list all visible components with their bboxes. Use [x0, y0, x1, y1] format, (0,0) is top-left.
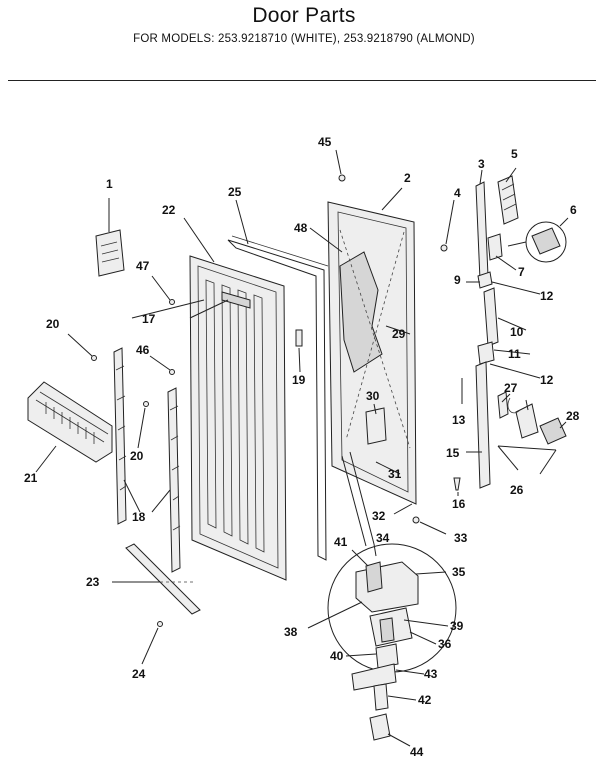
callout-1: 1 [106, 177, 113, 191]
callout-9: 9 [454, 273, 461, 287]
callout-13: 13 [452, 413, 466, 427]
callout-16: 16 [452, 497, 466, 511]
callout-44: 44 [410, 745, 424, 759]
callout-30: 30 [366, 389, 380, 403]
callout-42: 42 [418, 693, 432, 707]
callout-32: 32 [372, 509, 386, 523]
callout-22: 22 [162, 203, 176, 217]
header-rule [8, 80, 596, 81]
callout-5: 5 [511, 147, 518, 161]
callout-12-lower: 12 [540, 373, 554, 387]
callout-41: 41 [334, 535, 348, 549]
callout-35: 35 [452, 565, 466, 579]
page-title: Door Parts [252, 4, 356, 27]
callout-19: 19 [292, 373, 306, 387]
callout-17: 17 [142, 312, 156, 326]
callout-15: 15 [446, 446, 460, 460]
models-subtitle: FOR MODELS: 253.9218710 (WHITE), 253.921… [133, 33, 475, 45]
callout-2: 2 [404, 171, 411, 185]
part-19-clip [295, 329, 303, 373]
callout-48: 48 [294, 221, 308, 235]
callout-39: 39 [450, 619, 464, 633]
part-2-outer-door [327, 187, 417, 505]
callout-4: 4 [454, 186, 461, 200]
callout-18: 18 [132, 510, 146, 524]
part-22-door-liner [183, 217, 287, 581]
callout-43: 43 [424, 667, 438, 681]
callout-11: 11 [508, 347, 521, 361]
callout-6: 6 [570, 203, 577, 217]
part-18-door-rails [113, 347, 181, 573]
callout-36: 36 [438, 637, 452, 651]
callout-25: 25 [228, 185, 242, 199]
callout-7: 7 [518, 265, 525, 279]
callout-21: 21 [24, 471, 38, 485]
screws [67, 149, 463, 665]
callout-29: 29 [392, 327, 406, 341]
callout-46: 46 [136, 343, 150, 357]
callout-24: 24 [132, 667, 146, 681]
part-1-instruction-card [95, 198, 125, 277]
callout-3: 3 [478, 157, 485, 171]
callout-10: 10 [510, 325, 524, 339]
callout-20-mid: 20 [130, 449, 144, 463]
callout-28: 28 [566, 409, 580, 423]
hinge-detail [327, 451, 457, 741]
part-21-door-rack [27, 381, 113, 473]
callout-34: 34 [376, 531, 390, 545]
callout-38: 38 [284, 625, 298, 639]
part-23-bottom-strip [112, 543, 201, 615]
callout-12-upper: 12 [540, 289, 554, 303]
callout-23: 23 [86, 575, 100, 589]
callout-31: 31 [388, 467, 402, 481]
callout-40: 40 [330, 649, 344, 663]
callout-labels: 1 2 3 4 5 6 7 9 10 11 12 12 13 15 16 17 … [24, 135, 580, 759]
callout-26: 26 [510, 483, 524, 497]
callout-45: 45 [318, 135, 332, 149]
part-25-door-gasket [227, 199, 329, 561]
callout-33: 33 [454, 531, 468, 545]
callout-47: 47 [136, 259, 150, 273]
callout-20-left: 20 [46, 317, 60, 331]
callout-27: 27 [504, 381, 518, 395]
leader-lines [131, 167, 569, 747]
handle-assembly [475, 175, 567, 489]
